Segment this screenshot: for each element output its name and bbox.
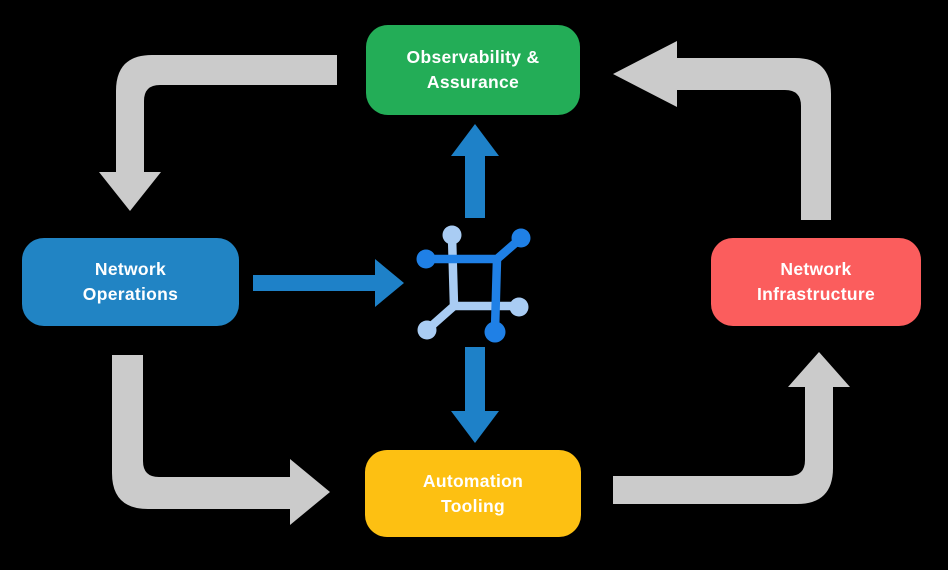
node-infrastructure-label: Network Infrastructure [757,259,875,304]
node-observability-label: Observability & Assurance [406,47,540,92]
network-automation-icon [416,225,531,343]
icon-dark-nodes [416,228,531,343]
node-observability-assurance: Observability & Assurance [366,25,580,115]
arrow-center-to-observability [451,124,499,218]
arrow-operations-to-automation [112,355,330,525]
icon-light-nodes [417,225,529,340]
arrow-automation-to-infrastructure [613,352,850,504]
node-automation-tooling: Automation Tooling [365,450,581,537]
node-network-operations: Network Operations [22,238,239,326]
arrow-observability-to-operations [99,55,337,211]
node-operations-label: Network Operations [82,259,179,304]
arrow-center-to-automation [451,347,499,443]
node-automation-label: Automation Tooling [422,470,524,516]
arrow-infrastructure-to-observability [613,41,831,220]
arrow-operations-to-center [253,259,404,307]
icon-dark-strokes [421,234,525,335]
node-network-infrastructure: Network Infrastructure [711,238,921,326]
